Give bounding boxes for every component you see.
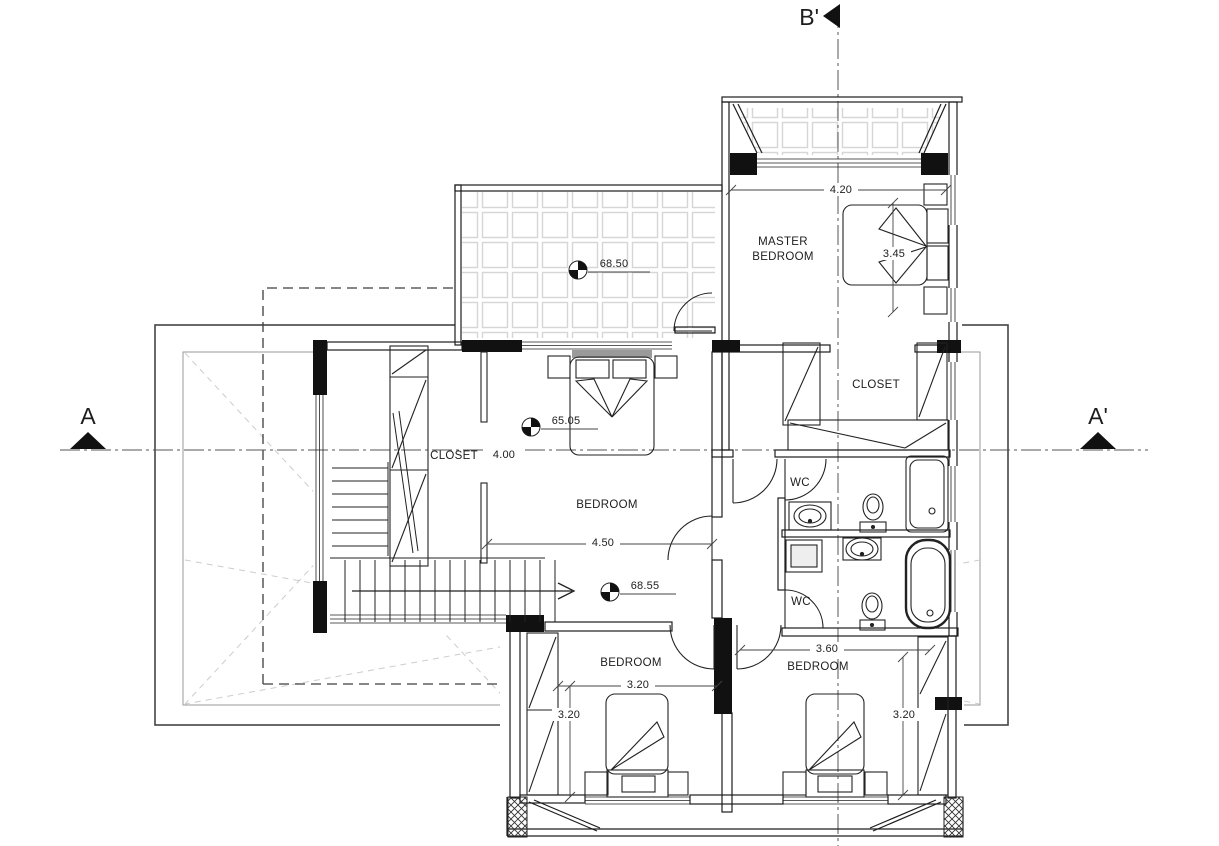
- wc-lower-bathtub: [904, 538, 952, 630]
- master-closet-wardrobes: [782, 342, 949, 451]
- room-label-master-1: MASTER: [758, 236, 808, 248]
- floor-fills: [313, 97, 964, 836]
- doors: [667, 292, 827, 670]
- balcony-window: [757, 158, 921, 168]
- room-label-master-closet: CLOSET: [852, 379, 900, 391]
- bedroom-bl-door: [669, 624, 715, 670]
- section-label-b: B': [799, 4, 819, 30]
- room-label-master-2: BEDROOM: [752, 251, 814, 263]
- terrace-door-sill: [674, 326, 716, 334]
- room-label-bedroom-bl: BEDROOM: [600, 657, 662, 669]
- east-windows: [948, 175, 958, 612]
- section-markers: [70, 4, 1116, 449]
- closet-mid-wardrobe: [389, 345, 488, 567]
- room-label-wc-upper: WC: [790, 477, 810, 489]
- room-label-bedroom-mid: BEDROOM: [576, 499, 638, 511]
- section-lines: [60, 8, 1148, 846]
- level-marker-terrace: [568, 260, 650, 280]
- bedroom-bl-bed: [584, 693, 689, 798]
- stair-direction-arrow: [352, 582, 576, 600]
- wc-upper-bathtub: [905, 455, 949, 533]
- dim-text-bedroom-br-depth: 3.20: [893, 709, 915, 721]
- stair-treads-upper: [332, 462, 389, 556]
- stair-window: [330, 614, 506, 624]
- dim-text-bedroom-mid: 4.50: [592, 537, 614, 549]
- level-text-landing: 68.55: [631, 580, 660, 592]
- hall-door: [732, 458, 778, 504]
- terrace-door: [673, 292, 713, 332]
- terrace-window: [522, 341, 672, 350]
- section-b-arrow: [823, 4, 840, 28]
- dim-text-master-depth: 3.45: [883, 248, 905, 260]
- wc-upper-door: [784, 458, 827, 501]
- bedroom-mid-bed: [547, 350, 678, 456]
- west-window: [315, 395, 324, 581]
- wc-lower-door: [784, 589, 824, 629]
- section-label-a: A: [80, 403, 96, 429]
- bedroom-br-bed: [782, 693, 888, 798]
- dim-text-bedroom-bl-depth: 3.20: [558, 709, 580, 721]
- section-a-arrow: [70, 432, 106, 449]
- master-balcony-tiles: [737, 108, 944, 155]
- room-label-wc-lower: WC: [791, 596, 811, 608]
- wc-upper-toilet: [859, 493, 887, 533]
- dim-bedroom-br-depth: [897, 651, 909, 801]
- roof-edge-dashed: [262, 287, 722, 684]
- dim-text-bedroom-br-width: 3.60: [816, 643, 838, 655]
- room-label-bedroom-br: BEDROOM: [787, 661, 849, 673]
- dim-text-closet-mid: 4.00: [493, 449, 515, 461]
- dim-text-bedroom-bl-width: 3.20: [627, 679, 649, 691]
- level-text-terrace: 68.50: [600, 258, 629, 270]
- dim-halos: [487, 183, 921, 721]
- level-marker-bedroom: [521, 417, 598, 437]
- labels: A A' B' MASTER BEDROOM CLOSET WC WC CLOS…: [80, 4, 1108, 721]
- wc-upper-sink: [788, 501, 832, 531]
- wc-lower-shaft: [785, 539, 823, 573]
- section-label-a2: A': [1088, 403, 1108, 429]
- windows: [315, 158, 958, 805]
- wc-lower-sink: [842, 537, 882, 561]
- stairs: [330, 410, 576, 622]
- wc-lower-toilet: [859, 592, 886, 631]
- hatched-columns: [507, 796, 964, 838]
- furniture: [389, 183, 952, 798]
- bedroom-mid-door: [667, 515, 713, 561]
- dim-text-master-width: 4.20: [830, 184, 852, 196]
- columns: [313, 153, 962, 714]
- stair-rail: [392, 412, 414, 554]
- level-text-bedroom: 65.05: [552, 415, 581, 427]
- bedroom-br-door: [736, 624, 782, 670]
- room-label-closet-mid: CLOSET: [430, 450, 478, 462]
- terrace-tiles: [462, 192, 715, 338]
- level-markers: [521, 260, 676, 602]
- dim-bedroom-bl-depth: [564, 680, 576, 803]
- level-marker-landing: [600, 582, 676, 602]
- section-a2-arrow: [1080, 432, 1116, 449]
